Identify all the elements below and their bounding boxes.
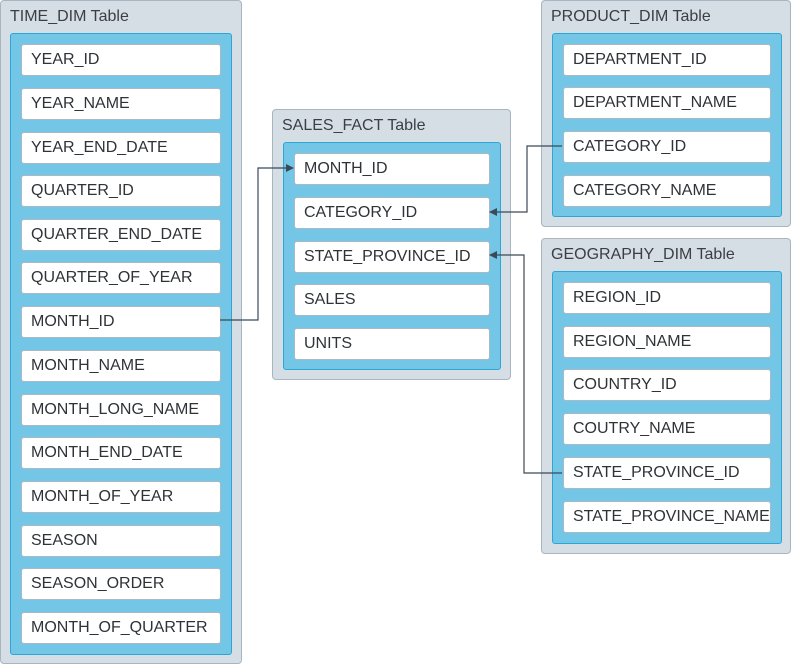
geography-dim-field-list: REGION_ID REGION_NAME COUNTRY_ID COUTRY_… [552,271,782,544]
field-year-name[interactable]: YEAR_NAME [21,88,221,120]
field-country-id[interactable]: COUNTRY_ID [563,369,771,401]
field-season-order[interactable]: SEASON_ORDER [21,568,221,600]
field-month-id[interactable]: MONTH_ID [21,306,221,338]
geography-dim-table-title: GEOGRAPHY_DIM Table [551,246,735,263]
field-month-of-year[interactable]: MONTH_OF_YEAR [21,481,221,513]
field-state-province-id[interactable]: STATE_PROVINCE_ID [294,241,490,273]
field-year-end-date[interactable]: YEAR_END_DATE [21,132,221,164]
field-year-id[interactable]: YEAR_ID [21,44,221,76]
field-month-id[interactable]: MONTH_ID [294,153,490,185]
field-units[interactable]: UNITS [294,328,490,360]
field-month-end-date[interactable]: MONTH_END_DATE [21,437,221,469]
sales-fact-field-list: MONTH_ID CATEGORY_ID STATE_PROVINCE_ID S… [283,142,501,370]
sales-fact-table: SALES_FACT Table MONTH_ID CATEGORY_ID ST… [272,109,511,380]
field-category-id[interactable]: CATEGORY_ID [294,197,490,229]
field-category-id[interactable]: CATEGORY_ID [563,131,771,163]
field-month-name[interactable]: MONTH_NAME [21,350,221,382]
field-department-name[interactable]: DEPARTMENT_NAME [563,87,771,119]
product-dim-table-title: PRODUCT_DIM Table [551,8,711,25]
field-sales[interactable]: SALES [294,284,490,316]
field-coutry-name[interactable]: COUTRY_NAME [563,413,771,445]
field-season[interactable]: SEASON [21,525,221,557]
field-month-long-name[interactable]: MONTH_LONG_NAME [21,394,221,426]
field-region-id[interactable]: REGION_ID [563,282,771,314]
sales-fact-table-title: SALES_FACT Table [282,117,426,134]
field-month-of-quarter[interactable]: MONTH_OF_QUARTER [21,612,221,644]
product-dim-field-list: DEPARTMENT_ID DEPARTMENT_NAME CATEGORY_I… [552,33,782,217]
field-state-province-name[interactable]: STATE_PROVINCE_NAME [563,501,771,533]
field-quarter-id[interactable]: QUARTER_ID [21,175,221,207]
field-quarter-end-date[interactable]: QUARTER_END_DATE [21,219,221,251]
time-dim-table: TIME_DIM Table YEAR_ID YEAR_NAME YEAR_EN… [0,0,242,664]
time-dim-table-title: TIME_DIM Table [10,8,129,25]
field-state-province-id[interactable]: STATE_PROVINCE_ID [563,457,771,489]
field-quarter-of-year[interactable]: QUARTER_OF_YEAR [21,262,221,294]
geography-dim-table: GEOGRAPHY_DIM Table REGION_ID REGION_NAM… [541,238,791,554]
field-category-name[interactable]: CATEGORY_NAME [563,175,771,207]
time-dim-field-list: YEAR_ID YEAR_NAME YEAR_END_DATE QUARTER_… [10,33,232,655]
product-dim-table: PRODUCT_DIM Table DEPARTMENT_ID DEPARTME… [541,0,791,227]
field-department-id[interactable]: DEPARTMENT_ID [563,44,771,76]
field-region-name[interactable]: REGION_NAME [563,326,771,358]
